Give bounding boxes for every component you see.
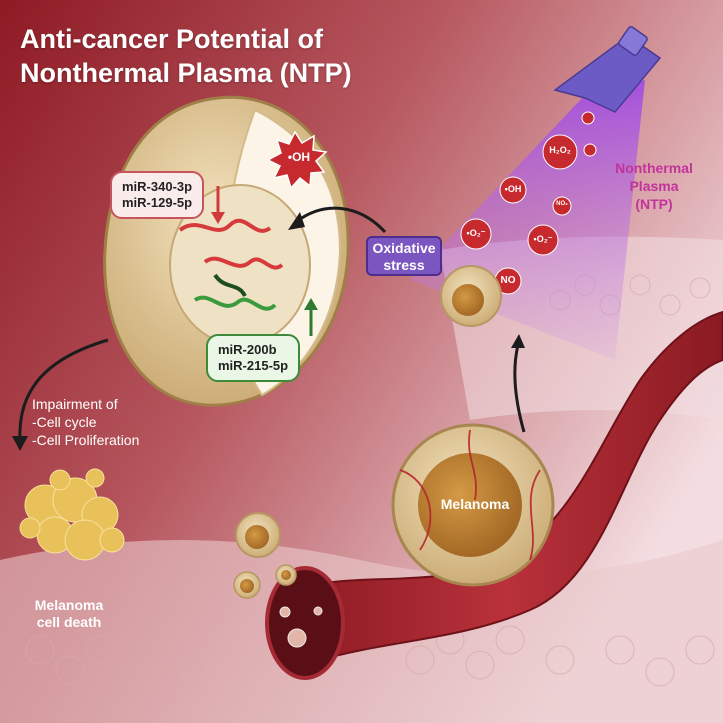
impairment-line-2: -Cell cycle: [32, 414, 97, 430]
mirna-up-2: miR-215-5p: [218, 358, 289, 373]
title-line-1: Anti-cancer Potential of: [20, 24, 324, 54]
death-line-2: cell death: [36, 614, 102, 630]
ros-h2o2-burst: [542, 134, 578, 170]
rna-strand-green: [193, 295, 277, 311]
arrow-melanoma-to-beam: [513, 344, 526, 433]
vessel-opening: [265, 566, 345, 680]
dead-cell-cluster: [19, 468, 125, 561]
oxidative-line-2: stress: [383, 257, 425, 273]
arrow-cell-to-death: [18, 338, 109, 441]
plasma-nozzle-icon: [553, 26, 662, 113]
rna-strand-dark: [213, 273, 247, 298]
circulating-cells: [233, 512, 297, 599]
ros-o2-minus-b-burst: [527, 224, 559, 256]
ros-o2-minus-a-label: •O₂⁻: [466, 228, 486, 238]
ros-h2o2-label: H₂O₂: [549, 145, 571, 155]
ros-oh-small-burst: [499, 176, 527, 204]
ros-no2-label: NO₂: [556, 201, 568, 207]
melanoma-label: Melanoma: [440, 496, 510, 512]
upregulation-arrow: [304, 298, 318, 336]
ntp-line-3: (NTP): [635, 196, 673, 212]
ntp-line-1: Nonthermal: [615, 160, 693, 176]
blood-cells: [279, 606, 323, 648]
mirna-down-2: miR-129-5p: [122, 195, 193, 210]
impairment-label: Impairment of -Cell cycle -Cell Prolifer…: [32, 395, 139, 449]
mirna-down-1: miR-340-3p: [122, 179, 193, 194]
impairment-line-1: Impairment of: [32, 396, 118, 412]
ros-oh-large-label: •OH: [287, 150, 311, 164]
arrow-oxidative-to-cell: [295, 206, 387, 234]
irradiated-cell: [440, 265, 502, 327]
title-line-2: Nonthermal Plasma (NTP): [20, 58, 352, 88]
ros-o2-minus-a-burst: [460, 218, 492, 250]
ntp-line-2: Plasma: [629, 178, 679, 194]
death-line-1: Melanoma: [34, 597, 104, 613]
ros-no2-burst: [552, 196, 572, 216]
melanoma-tumor: [391, 423, 555, 587]
rna-strand-red: [178, 218, 284, 270]
ros-o2-minus-b-label: •O₂⁻: [533, 234, 553, 244]
ros-burst-icon: [460, 111, 597, 295]
ntp-label: Nonthermal Plasma (NTP): [604, 159, 704, 213]
ros-oh-large-burst: [266, 130, 328, 190]
oxidative-stress-box: Oxidative stress: [366, 236, 442, 276]
upregulated-mirna-box: miR-200b miR-215-5p: [206, 334, 301, 382]
mirna-up-1: miR-200b: [218, 342, 277, 357]
downregulation-arrow: [211, 186, 225, 224]
impairment-line-3: -Cell Proliferation: [32, 432, 140, 448]
ros-no-label: NO: [500, 275, 516, 286]
ros-oh-small-label: •OH: [504, 184, 522, 194]
oxidative-line-1: Oxidative: [372, 240, 436, 256]
tissue-cells: [25, 274, 715, 690]
page-title: Anti-cancer Potential of Nonthermal Plas…: [20, 22, 352, 90]
downregulated-mirna-box: miR-340-3p miR-129-5p: [110, 171, 205, 219]
cell-death-label: Melanoma cell death: [14, 597, 124, 631]
